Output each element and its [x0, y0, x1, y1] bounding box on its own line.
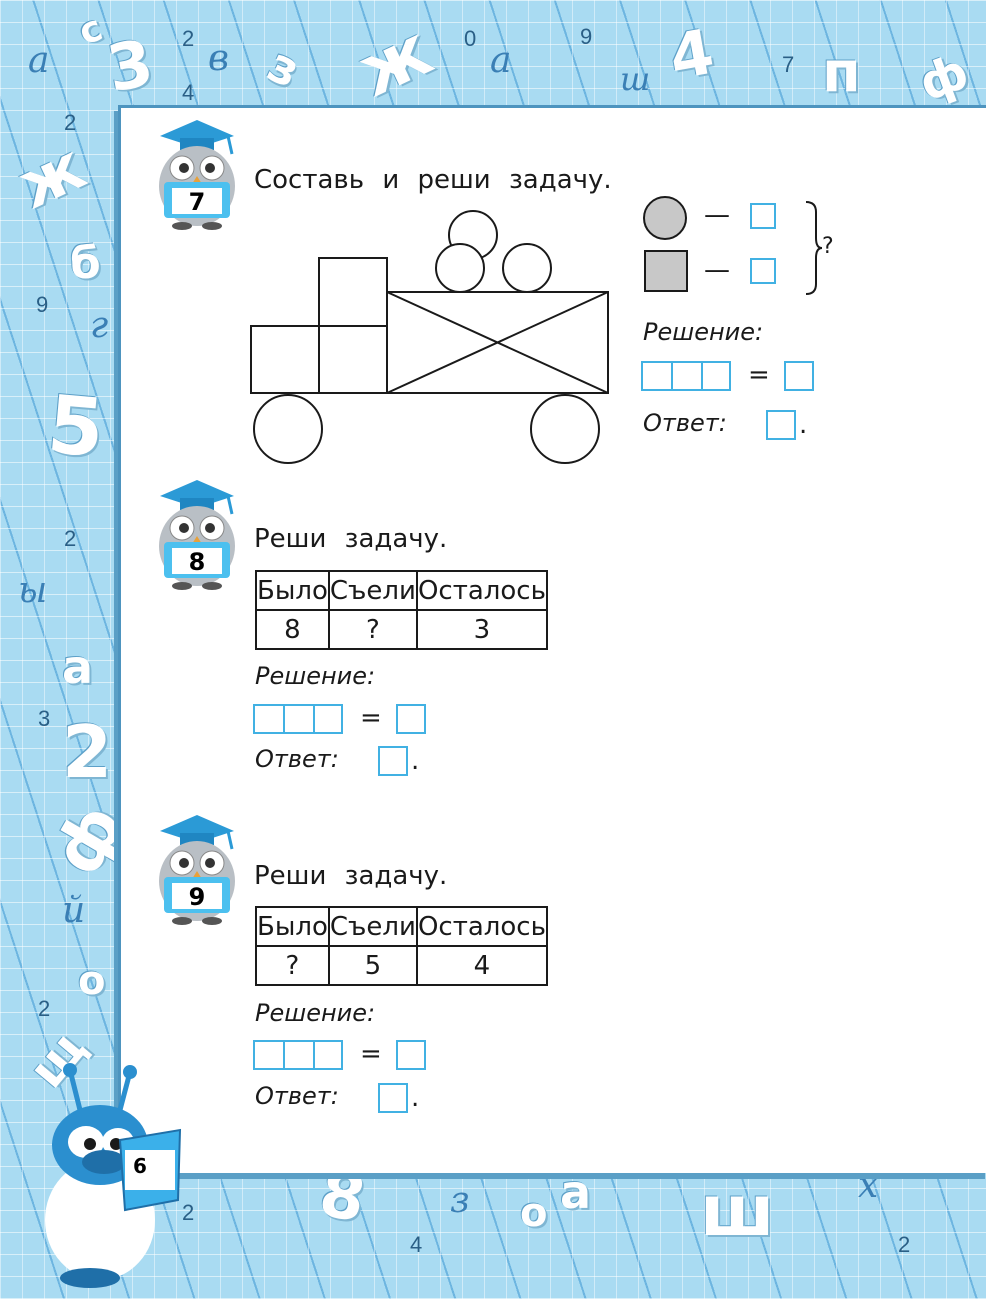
gray-circle-icon	[643, 196, 687, 240]
solution-label: Решение:	[255, 662, 376, 690]
answer-period: .	[411, 746, 420, 776]
task-number: 7	[188, 188, 206, 216]
owl-mascot-icon: 7	[152, 118, 242, 232]
answer-input[interactable]	[378, 746, 408, 776]
truck-figure	[250, 210, 609, 464]
task-title: Реши задачу.	[254, 861, 448, 891]
legend-dash: —	[704, 255, 730, 285]
mascot-icon	[45, 1063, 182, 1288]
table-header-cell: Съели	[327, 570, 418, 611]
brace-question: ?	[822, 234, 834, 259]
brace-icon	[805, 201, 823, 295]
table-row: ? 5 4	[255, 945, 548, 986]
figure-square	[250, 325, 320, 394]
answer-label: Ответ:	[255, 745, 339, 773]
figure-square	[318, 325, 388, 394]
legend-dash: —	[704, 200, 730, 230]
figure-wheel	[530, 394, 600, 464]
task-number: 9	[188, 883, 206, 911]
answer-input[interactable]	[378, 1083, 408, 1113]
task-number: 8	[188, 548, 206, 576]
figure-wheel	[253, 394, 323, 464]
task-title: Реши задачу.	[254, 524, 448, 554]
table-header-row: Было Съели Осталось	[255, 570, 548, 611]
table-row: 8 ? 3	[255, 609, 548, 650]
figure-circle	[435, 243, 485, 293]
table-header-cell: Было	[255, 570, 330, 611]
task-title: Составь и реши задачу.	[254, 165, 612, 195]
answer-label: Ответ:	[255, 1082, 339, 1110]
legend-shapes	[643, 196, 688, 292]
page-mascot: 6	[30, 1050, 200, 1290]
figure-square	[318, 257, 388, 327]
solution-result-input[interactable]	[396, 704, 426, 734]
equals-sign: =	[360, 1039, 382, 1069]
answer-period: .	[799, 410, 808, 440]
table-header-cell: Было	[255, 906, 330, 947]
solution-label: Решение:	[255, 999, 376, 1027]
table-header-cell: Съели	[327, 906, 418, 947]
table-cell: ?	[255, 945, 330, 986]
data-table: Было Съели Осталось 8 ? 3	[255, 570, 548, 650]
table-header-cell: Осталось	[415, 570, 548, 611]
page-number: 6	[133, 1154, 147, 1178]
owl-mascot-icon: 9	[152, 813, 242, 927]
table-cell: 3	[415, 609, 548, 650]
table-cell: ?	[327, 609, 418, 650]
answer-input[interactable]	[766, 410, 796, 440]
solution-expression-input[interactable]	[253, 704, 343, 734]
table-cell: 4	[415, 945, 548, 986]
table-cell: 5	[327, 945, 418, 986]
answer-period: .	[411, 1083, 420, 1113]
solution-result-input[interactable]	[396, 1040, 426, 1070]
solution-result-input[interactable]	[784, 361, 814, 391]
circle-count-input[interactable]	[750, 203, 776, 229]
table-header-row: Было Съели Осталось	[255, 906, 548, 947]
owl-mascot-icon: 8	[152, 478, 242, 592]
table-header-cell: Осталось	[415, 906, 548, 947]
equals-sign: =	[748, 360, 770, 390]
figure-circle	[502, 243, 552, 293]
square-count-input[interactable]	[750, 258, 776, 284]
solution-expression-input[interactable]	[641, 361, 731, 391]
data-table: Было Съели Осталось ? 5 4	[255, 906, 548, 986]
solution-expression-input[interactable]	[253, 1040, 343, 1070]
solution-label: Решение:	[643, 318, 764, 346]
gray-square-icon	[644, 250, 688, 292]
equals-sign: =	[360, 703, 382, 733]
table-cell: 8	[255, 609, 330, 650]
answer-label: Ответ:	[643, 409, 727, 437]
